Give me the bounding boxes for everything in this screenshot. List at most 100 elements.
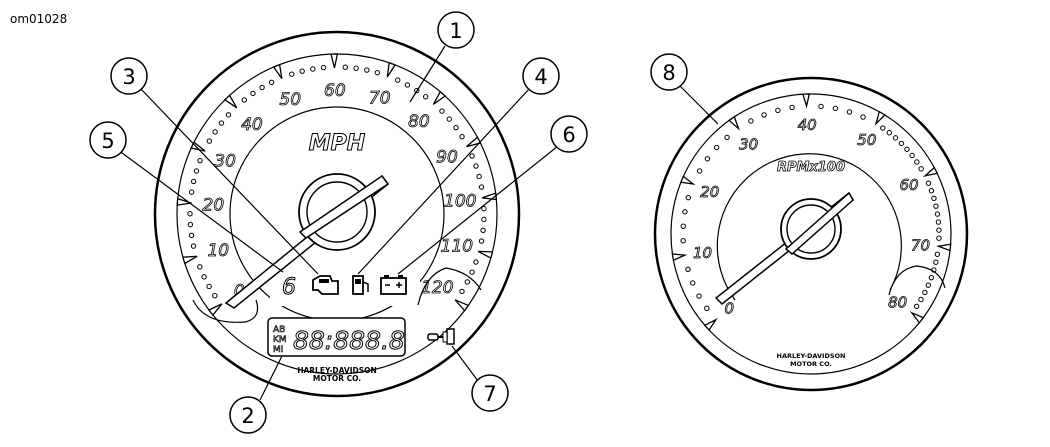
tachometer-minor-dot	[680, 223, 686, 229]
speedometer-minor-dot	[404, 82, 411, 88]
callout-7-label: 7	[483, 382, 496, 406]
callout-3-circle	[110, 57, 148, 95]
speedometer-minor-dot	[422, 94, 429, 100]
fuel-pump-icon	[352, 275, 369, 295]
speedometer-needle-overlay	[298, 174, 390, 239]
speedometer-minor-dot	[473, 259, 479, 265]
tachometer-scale-label: 70	[911, 237, 930, 255]
callout-5-circle	[89, 121, 127, 159]
tachometer-tick	[728, 115, 740, 131]
tachometer-minor-dot	[724, 134, 730, 141]
tachometer-minor-dot	[933, 203, 939, 209]
speedometer-minor-dot	[201, 274, 207, 280]
speedometer-scale-label: 40	[241, 115, 263, 135]
callout-2-label: 2	[241, 404, 254, 428]
engine-check-icon	[312, 275, 339, 295]
speedometer-minor-dot	[212, 129, 218, 135]
callout-6-label: 6	[562, 123, 575, 147]
speedometer-minor-dot	[187, 221, 194, 228]
speedometer-scale-label: 120	[421, 278, 453, 298]
tachometer-minor-dot	[818, 103, 824, 110]
speedometer-minor-dot	[469, 153, 475, 159]
speedometer-minor-dot	[320, 64, 327, 71]
callout-7-circle	[471, 374, 509, 412]
tachometer-minor-dot	[909, 152, 915, 159]
speedometer-tick	[182, 255, 198, 265]
security-key-icon	[427, 328, 455, 345]
callout-7-leader	[451, 345, 479, 382]
tachometer-scale-label: 80	[888, 294, 907, 312]
speedometer-minor-dot	[190, 243, 197, 249]
speedometer-minor-dot	[473, 163, 479, 169]
tachometer-brand-line1: HARLEY-DAVIDSON	[777, 352, 846, 360]
tachometer-minor-dot	[690, 280, 696, 286]
speedometer-tick	[454, 299, 470, 312]
callout-5-leader	[117, 149, 284, 273]
tachometer-tick	[703, 317, 718, 332]
tachometer-minor-dot	[913, 303, 920, 309]
tachometer-minor-dot	[704, 156, 711, 162]
speedometer-minor-dot	[197, 157, 203, 164]
speedometer-minor-dot	[299, 68, 305, 74]
speedometer-minor-dot	[464, 279, 471, 285]
tachometer-inner-ring	[716, 153, 902, 301]
tachometer-scale-label: 60	[899, 176, 918, 194]
callout-6-leader	[397, 145, 559, 275]
tachometer-minor-dot	[761, 112, 767, 118]
tachometer-dial-edge	[670, 93, 952, 375]
speedometer-minor-dot	[469, 269, 475, 275]
odometer-unit-mi: MI	[273, 345, 283, 355]
odometer-unit-ab: AB	[273, 325, 285, 335]
tachometer-minor-dot	[696, 293, 702, 299]
tach-cutout-right	[888, 265, 946, 296]
speedometer-minor-dot	[459, 133, 465, 140]
speedometer-minor-dot	[342, 64, 348, 70]
dial-cutout-right	[417, 267, 482, 306]
callout-4-circle	[522, 57, 560, 95]
figure-id: om01028	[10, 12, 68, 26]
speedometer-scale-labels: 0102030405060708090100110120	[202, 81, 477, 302]
speedometer-tick	[223, 94, 238, 109]
tachometer-minor-dot	[933, 259, 939, 265]
tachometer-tick	[922, 166, 939, 178]
odometer-digits: 88:888.8	[293, 326, 405, 355]
speedometer-minor-dot	[310, 66, 316, 72]
tachometer-needle-overlay	[784, 191, 854, 255]
speedometer-minor-dot	[187, 211, 193, 217]
speedometer-minor-dot	[188, 232, 195, 239]
speedometer-minor-dot	[364, 67, 370, 73]
speedometer-minor-dot	[453, 124, 459, 131]
speedometer-minor-dot	[250, 90, 256, 97]
speedometer-tick	[272, 63, 283, 80]
dial-cutout-left	[192, 299, 259, 323]
speedometer-minor-dot	[206, 138, 213, 144]
tachometer-minor-dot	[880, 125, 886, 131]
speedometer-tick	[207, 303, 223, 317]
speedometer-minor-dot	[225, 112, 232, 118]
speedometer-scale-label: 100	[444, 191, 476, 211]
speedometer-minor-dot	[190, 178, 197, 185]
speedometer: 0102030405060708090100110120 MPH 6	[153, 30, 521, 398]
tachometer-minor-dot	[860, 114, 866, 120]
tachometer-minor-dot	[922, 289, 928, 296]
callout-2-circle	[229, 396, 267, 434]
speedometer-minor-dot	[480, 227, 486, 234]
tachometer-tick	[909, 311, 925, 324]
speedometer-dots	[187, 64, 487, 299]
tachometer-minor-dot	[713, 144, 720, 151]
tachometer-minor-dot	[936, 235, 942, 241]
speedometer-minor-dot	[395, 77, 401, 83]
tachometer-minor-dot	[918, 296, 924, 303]
tachometer-minor-dot	[832, 105, 839, 112]
callout-8-label: 8	[662, 61, 675, 85]
tachometer-minor-dot	[846, 109, 853, 115]
tachometer-tick	[671, 253, 688, 262]
callout-4-label: 4	[534, 65, 547, 89]
tachometer-scale-label: 10	[693, 244, 712, 262]
speedometer-unit-label: MPH	[309, 131, 365, 156]
tachometer-minor-dot	[892, 135, 899, 141]
callout-4-leader	[357, 87, 531, 275]
